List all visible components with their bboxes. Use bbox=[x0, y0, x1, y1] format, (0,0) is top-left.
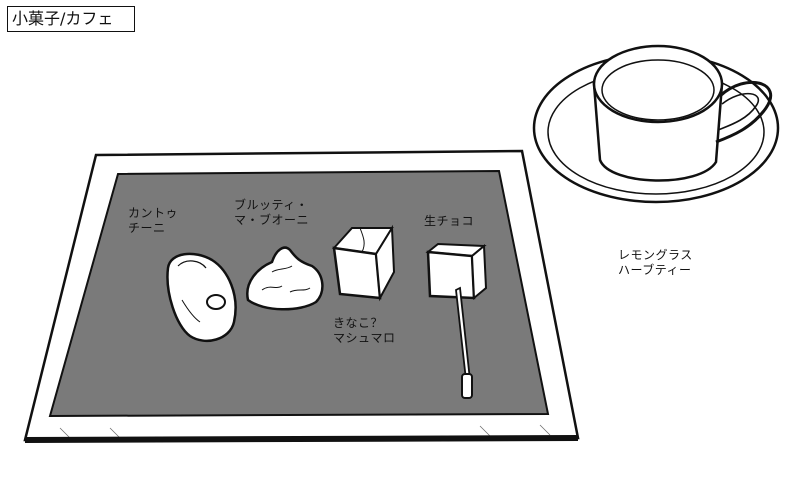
cup-label-lemongrass-tea: レモングラス ハーブティー bbox=[618, 248, 693, 277]
teacup-illustration bbox=[532, 44, 780, 204]
item-label-nama-chocolate: 生チョコ bbox=[424, 214, 475, 228]
kinako-marshmallow-illustration bbox=[332, 224, 396, 302]
item-label-cantucci: カントゥ チーニ bbox=[128, 206, 179, 235]
page-title: 小菓子/カフェ bbox=[7, 6, 135, 32]
item-label-kinako-marshmallow: きなこ？ マシュマロ bbox=[333, 316, 396, 345]
cantucci-illustration bbox=[166, 252, 237, 342]
item-label-brutti-ma-buoni: ブルッティ・ マ・ブオーニ bbox=[234, 198, 310, 227]
brutti-ma-buoni-illustration bbox=[246, 246, 324, 311]
nama-chocolate-illustration bbox=[425, 242, 488, 399]
